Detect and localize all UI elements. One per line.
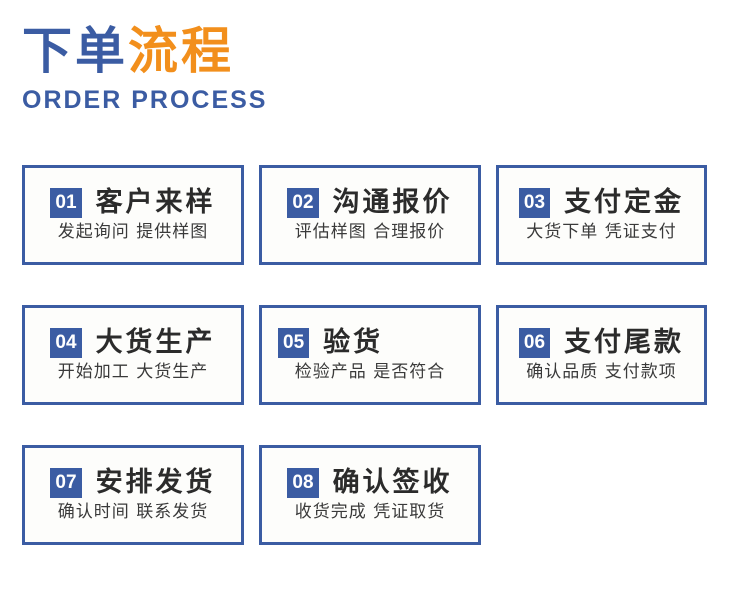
step-card-06: 06 支付尾款 确认品质 支付款项 bbox=[496, 305, 707, 405]
step-number-badge: 03 bbox=[518, 188, 551, 218]
step-card-02: 02 沟通报价 评估样图 合理报价 bbox=[259, 165, 481, 265]
step-number-badge: 05 bbox=[278, 328, 310, 358]
step-title-row: 05 验货 bbox=[272, 327, 468, 359]
step-number-badge: 06 bbox=[518, 328, 551, 358]
step-title: 验货 bbox=[323, 327, 384, 358]
step-subtitle: 发起询问 提供样图 bbox=[57, 222, 209, 242]
page-title: 下单流程 bbox=[22, 22, 522, 80]
grid-empty-slot bbox=[496, 445, 707, 545]
step-number-badge: 01 bbox=[50, 188, 82, 218]
step-title-row: 04 大货生产 bbox=[35, 327, 231, 359]
step-subtitle: 收货完成 凭证取货 bbox=[294, 502, 446, 522]
page-subtitle: ORDER PROCESS bbox=[22, 86, 268, 114]
step-title-row: 01 客户来样 bbox=[35, 187, 231, 219]
step-card-07: 07 安排发货 确认时间 联系发货 bbox=[22, 445, 244, 545]
step-number-badge: 07 bbox=[50, 468, 82, 498]
step-card-05: 05 验货 检验产品 是否符合 bbox=[259, 305, 481, 405]
step-card-03: 03 支付定金 大货下单 凭证支付 bbox=[496, 165, 707, 265]
step-number-badge: 02 bbox=[287, 188, 319, 218]
step-title-row: 02 沟通报价 bbox=[272, 187, 468, 219]
order-process-grid: 01 客户来样 发起询问 提供样图 02 沟通报价 评估样图 合理报价 03 支… bbox=[22, 165, 728, 545]
step-title-row: 03 支付定金 bbox=[509, 187, 694, 219]
step-title-row: 06 支付尾款 bbox=[509, 327, 694, 359]
page-title-accent: 流程 bbox=[128, 22, 234, 80]
step-card-01: 01 客户来样 发起询问 提供样图 bbox=[22, 165, 244, 265]
page-title-primary: 下单 bbox=[22, 22, 128, 80]
step-title: 安排发货 bbox=[95, 467, 216, 498]
step-subtitle: 大货下单 凭证支付 bbox=[526, 222, 677, 242]
step-card-04: 04 大货生产 开始加工 大货生产 bbox=[22, 305, 244, 405]
step-subtitle: 评估样图 合理报价 bbox=[294, 222, 446, 242]
step-number-badge: 04 bbox=[50, 328, 82, 358]
step-card-08: 08 确认签收 收货完成 凭证取货 bbox=[259, 445, 481, 545]
step-subtitle: 确认时间 联系发货 bbox=[57, 502, 209, 522]
step-number-badge: 08 bbox=[287, 468, 319, 498]
step-title: 沟通报价 bbox=[332, 187, 453, 218]
step-title: 确认签收 bbox=[332, 467, 453, 498]
step-title-row: 07 安排发货 bbox=[35, 467, 231, 499]
step-title: 支付尾款 bbox=[564, 327, 685, 358]
step-title: 客户来样 bbox=[95, 187, 216, 218]
step-subtitle: 检验产品 是否符合 bbox=[294, 362, 446, 382]
step-subtitle: 确认品质 支付款项 bbox=[526, 362, 677, 382]
step-title: 大货生产 bbox=[95, 327, 216, 358]
step-subtitle: 开始加工 大货生产 bbox=[57, 362, 209, 382]
page-header: 下单流程 ORDER PROCESS bbox=[22, 22, 522, 115]
step-title-row: 08 确认签收 bbox=[272, 467, 468, 499]
step-title: 支付定金 bbox=[564, 187, 685, 218]
